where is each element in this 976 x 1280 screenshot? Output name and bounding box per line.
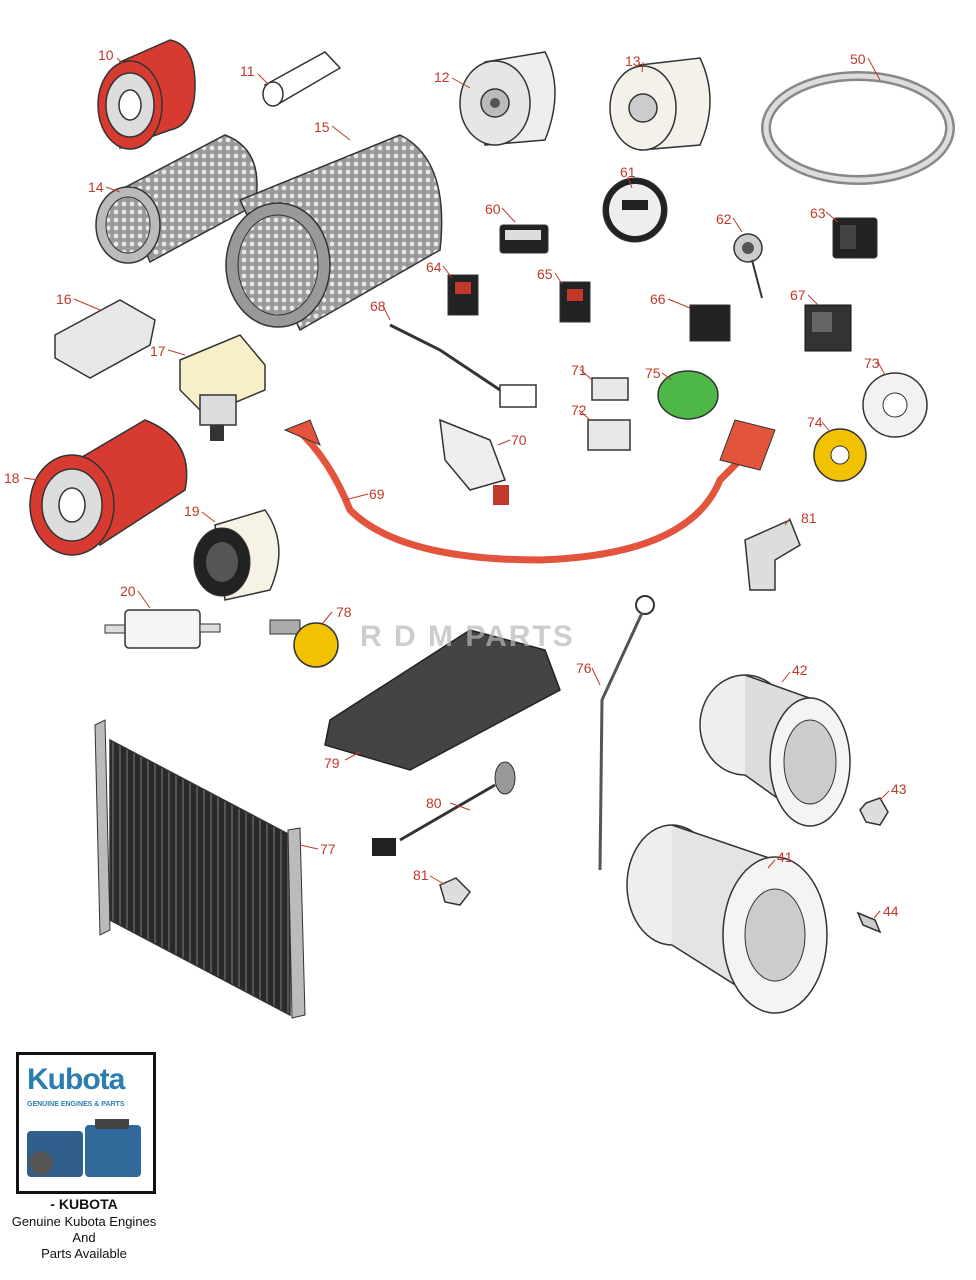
callout-76: 76 xyxy=(576,660,592,676)
callout-62: 62 xyxy=(716,211,732,227)
callout-66: 66 xyxy=(650,291,666,307)
kubota-engines-image xyxy=(27,1119,141,1177)
callout-63: 63 xyxy=(810,205,826,221)
part-12-spin-on-filter[interactable] xyxy=(459,51,556,146)
callout-75: 75 xyxy=(645,365,661,381)
callout-10: 10 xyxy=(98,47,114,63)
callout-77: 77 xyxy=(320,841,336,857)
part-15-outer-air-filter[interactable] xyxy=(225,134,443,332)
callout-78: 78 xyxy=(336,604,352,620)
part-14-inner-air-filter[interactable] xyxy=(95,134,258,264)
part-42-wheel-rim[interactable] xyxy=(699,674,851,827)
part-71-clip[interactable] xyxy=(591,377,629,401)
callout-15: 15 xyxy=(314,119,330,135)
kubota-description: Genuine Kubota Engines And Parts Availab… xyxy=(0,1214,168,1262)
part-81-elbow-fitting[interactable] xyxy=(744,518,801,591)
part-76-dipstick[interactable] xyxy=(598,595,655,871)
callout-80: 80 xyxy=(426,795,442,811)
leader-lines xyxy=(23,57,890,919)
callout-73: 73 xyxy=(864,355,880,371)
callout-16: 16 xyxy=(56,291,72,307)
callout-70: 70 xyxy=(511,432,527,448)
part-80-sensor-cable[interactable] xyxy=(372,761,516,856)
part-16-bracket[interactable] xyxy=(54,299,156,379)
kubota-brand-label: - KUBOTA xyxy=(50,1196,118,1212)
callout-65: 65 xyxy=(537,266,553,282)
part-81-sensor[interactable] xyxy=(439,877,471,906)
part-75-cap[interactable] xyxy=(657,370,719,420)
part-69-battery-cable[interactable] xyxy=(283,419,776,564)
part-66-relay[interactable] xyxy=(689,304,731,342)
callout-74: 74 xyxy=(807,414,823,430)
callout-19: 19 xyxy=(184,503,200,519)
callout-41: 41 xyxy=(777,849,793,865)
callout-labels: 10 11 12 13 14 15 16 17 18 19 20 41 42 4… xyxy=(4,47,907,919)
callout-14: 14 xyxy=(88,179,104,195)
callout-68: 68 xyxy=(370,298,386,314)
callout-72: 72 xyxy=(571,402,587,418)
part-60-hour-meter-module[interactable] xyxy=(499,224,549,254)
callout-79: 79 xyxy=(324,755,340,771)
callout-81-upper: 81 xyxy=(801,510,817,526)
callout-43: 43 xyxy=(891,781,907,797)
part-74-coupler-insert[interactable] xyxy=(813,428,867,482)
callout-18: 18 xyxy=(4,470,20,486)
callout-64: 64 xyxy=(426,259,442,275)
kubota-promo-box[interactable]: Kubota GENUINE ENGINES & PARTS xyxy=(16,1052,156,1194)
part-70-fuel-pump[interactable] xyxy=(439,418,509,505)
part-78-ball-joint[interactable] xyxy=(269,619,339,668)
part-50-hose-loop[interactable] xyxy=(761,71,955,185)
part-67-connector[interactable] xyxy=(804,304,852,352)
part-64-switch[interactable] xyxy=(447,274,479,316)
rdm-parts-watermark: R D M PARTS xyxy=(360,620,575,653)
callout-44: 44 xyxy=(883,903,899,919)
callout-20: 20 xyxy=(120,583,136,599)
kubota-logo-subtitle: GENUINE ENGINES & PARTS xyxy=(27,1101,125,1108)
callout-69: 69 xyxy=(369,486,385,502)
part-18-hydraulic-filter[interactable] xyxy=(29,419,188,556)
part-79-seat-cushion[interactable] xyxy=(324,629,561,771)
part-44-valve-stem[interactable] xyxy=(856,911,882,934)
part-43-lug-nut[interactable] xyxy=(859,797,889,826)
callout-61: 61 xyxy=(620,164,636,180)
kubota-description-line-2: Parts Available xyxy=(41,1246,127,1261)
part-72-clip[interactable] xyxy=(587,419,631,451)
part-62-ignition-switch[interactable] xyxy=(733,233,763,299)
part-10-oil-filter[interactable] xyxy=(97,39,196,150)
part-13-spin-on-filter[interactable] xyxy=(609,57,711,151)
part-68-sensor-harness[interactable] xyxy=(389,323,537,408)
callout-11: 11 xyxy=(240,63,255,79)
kubota-logo: Kubota xyxy=(27,1063,125,1096)
callout-71: 71 xyxy=(571,362,587,378)
callout-81-lower: 81 xyxy=(413,867,429,883)
callout-12: 12 xyxy=(434,69,450,85)
part-73-coupling[interactable] xyxy=(862,372,928,438)
callout-17: 17 xyxy=(150,343,166,359)
part-20-inline-fuel-filter[interactable] xyxy=(104,609,221,649)
part-41-wheel-rim[interactable] xyxy=(626,824,828,1014)
part-17-fuel-filter-assembly[interactable] xyxy=(179,334,266,441)
callout-67: 67 xyxy=(790,287,806,303)
part-63-rocker-switch[interactable] xyxy=(832,217,878,259)
kubota-description-line-1: Genuine Kubota Engines And xyxy=(11,1214,157,1245)
part-19-breather-filter[interactable] xyxy=(193,509,280,601)
callout-42: 42 xyxy=(792,662,808,678)
part-61-hour-meter[interactable] xyxy=(602,177,668,243)
callout-50: 50 xyxy=(850,51,866,67)
part-11-tube[interactable] xyxy=(262,51,342,107)
part-77-radiator[interactable] xyxy=(94,719,306,1019)
callout-13: 13 xyxy=(625,53,641,69)
callout-60: 60 xyxy=(485,201,501,217)
part-65-switch[interactable] xyxy=(559,281,591,323)
